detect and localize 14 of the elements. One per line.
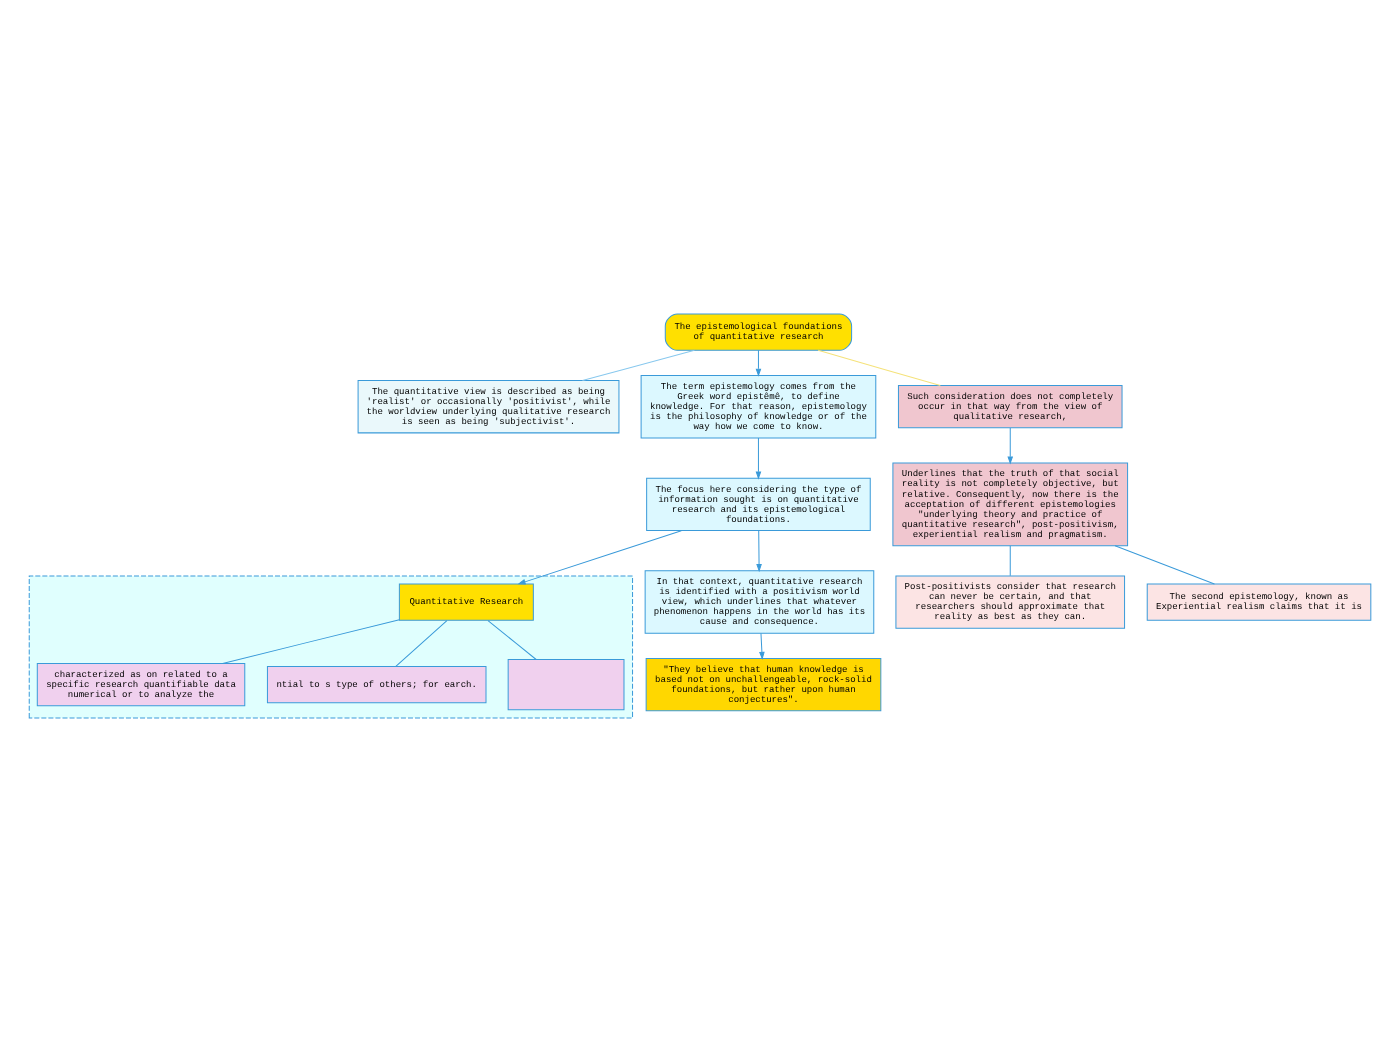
connector bbox=[1114, 545, 1215, 585]
connector bbox=[817, 349, 941, 387]
connector bbox=[395, 620, 448, 667]
arrow bbox=[755, 349, 762, 377]
node-box bbox=[507, 659, 625, 711]
arrow bbox=[759, 633, 765, 660]
connector bbox=[487, 620, 537, 660]
arrow bbox=[755, 437, 762, 480]
connector bbox=[581, 349, 695, 381]
connector bbox=[222, 619, 400, 664]
arrow bbox=[756, 530, 762, 573]
arrow bbox=[1007, 427, 1014, 465]
connector bbox=[1009, 545, 1011, 577]
arrow bbox=[517, 530, 682, 585]
